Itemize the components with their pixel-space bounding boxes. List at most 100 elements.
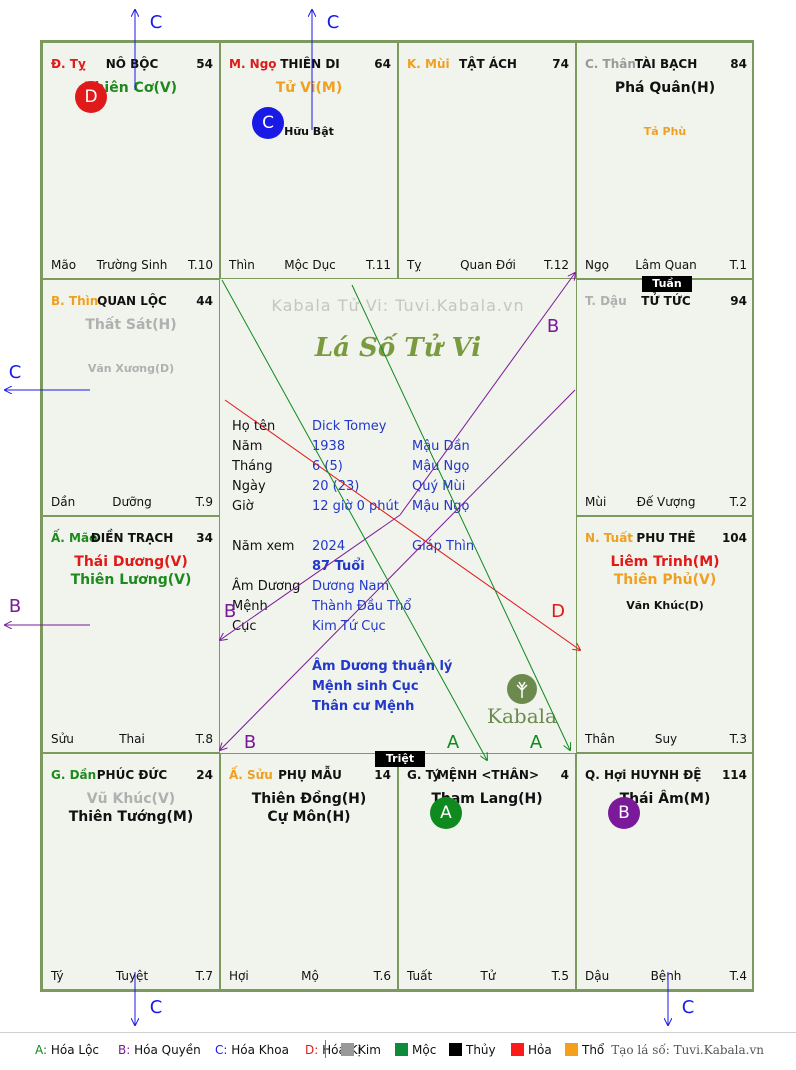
- palace-month: T.5: [551, 969, 569, 983]
- palace-month: T.10: [188, 258, 213, 272]
- legend-divider: [0, 1032, 796, 1033]
- main-stars: Thiên Đồng(H)Cự Môn(H): [221, 790, 397, 826]
- info-row: 87 Tuổi: [232, 559, 562, 577]
- palace-branch: Tuất: [407, 969, 433, 983]
- transform-arrow: [224, 399, 580, 650]
- legend-element: Thổ: [565, 1043, 604, 1057]
- info-label: Ngày: [232, 479, 266, 494]
- legend-text: Hóa Lộc: [47, 1043, 100, 1057]
- legend-credit: Tạo lá số: Tuvi.Kabala.vn: [611, 1043, 764, 1057]
- palace-can-chi: Ấ. Mão: [51, 531, 98, 545]
- palace-month: T.4: [729, 969, 747, 983]
- palace-branch: Mão: [51, 258, 77, 272]
- main-star: Liêm Trinh(M): [610, 554, 720, 570]
- palace-name: THIÊN DI: [280, 57, 340, 71]
- palace-name: TÀI BẠCH: [634, 57, 698, 71]
- legend-text: Hóa Khoa: [227, 1043, 289, 1057]
- legend-element: Hỏa: [511, 1043, 552, 1057]
- palace-age: 94: [730, 294, 747, 308]
- palace-age: 54: [196, 57, 213, 71]
- palace-age: 64: [374, 57, 391, 71]
- palace-age: 24: [196, 768, 213, 782]
- palace-branch: Dậu: [585, 969, 610, 983]
- main-star: Thiên Phủ(V): [613, 572, 717, 588]
- palace-branch: Hợi: [229, 969, 249, 983]
- minor-star: Hữu Bật: [284, 125, 334, 138]
- palace-month: T.3: [729, 732, 747, 746]
- main-star: Cự Môn(H): [267, 809, 351, 825]
- transform-arrow: [220, 389, 576, 750]
- arrow-label: B: [244, 732, 256, 753]
- palace-age: 4: [560, 768, 569, 782]
- palace-name: NÔ BỘC: [105, 57, 159, 71]
- palace-life-stage: Quan Đới: [460, 258, 516, 272]
- info-can-chi: Mậu Ngọ: [412, 499, 470, 514]
- palace-age: 114: [721, 768, 747, 782]
- center-panel: Kabala Tử Vi: Tuvi.Kabala.vn Lá Số Tử Vi K…: [220, 279, 576, 753]
- transform-badge: B: [608, 797, 640, 829]
- palace-can-chi: G. Dần: [51, 768, 97, 782]
- info-label: Năm: [232, 439, 263, 454]
- main-star: Thiên Tướng(M): [68, 809, 194, 825]
- info-value: Kim Tứ Cục: [312, 619, 386, 634]
- palace-life-stage: Mộ: [301, 969, 319, 983]
- palace-name: HUYNH ĐỆ: [630, 768, 702, 782]
- legend-transform: C: Hóa Khoa: [215, 1043, 289, 1057]
- info-label: Mệnh: [232, 599, 268, 614]
- arrow-label: B: [547, 316, 559, 337]
- tree-icon: [507, 674, 537, 704]
- logo-text: Kabala: [487, 704, 557, 728]
- element-name: Mộc: [412, 1043, 437, 1057]
- watermark-text: Kabala Tử Vi: Tuvi.Kabala.vn: [271, 296, 525, 315]
- main-star: Vũ Khúc(V): [86, 791, 176, 807]
- palace-can-chi: Q. Hợi: [585, 768, 627, 782]
- arrow-label: C: [150, 12, 163, 33]
- legend-element: Thủy: [449, 1043, 496, 1057]
- main-stars: Thiên Cơ(V): [43, 79, 219, 97]
- main-stars: Phá Quân(H): [577, 79, 753, 97]
- palace-month: T.8: [195, 732, 213, 746]
- info-value: 87 Tuổi: [312, 559, 365, 574]
- palace-can-chi: G. Tý: [407, 768, 441, 782]
- arrow-label: D: [551, 601, 565, 622]
- palace-month: T.9: [195, 495, 213, 509]
- palace-branch: Thân: [585, 732, 615, 746]
- center-title: Lá Số Tử Vi: [314, 333, 482, 363]
- palace-month: T.6: [373, 969, 391, 983]
- main-star: Thiên Lương(V): [70, 572, 192, 588]
- main-stars: Vũ Khúc(V) Thiên Tướng(M): [43, 790, 219, 826]
- transform-arrow: [220, 514, 401, 640]
- legend-transform: A: Hóa Lộc: [35, 1043, 99, 1057]
- palace-month: T.1: [729, 258, 747, 272]
- arrow-label: B: [224, 601, 236, 622]
- info-row: Ngày20 (23)Quý Mùi: [232, 479, 562, 497]
- element-name: Thổ: [582, 1043, 605, 1057]
- palace-branch: Thìn: [229, 258, 255, 272]
- info-can-chi: Mậu Ngọ: [412, 459, 470, 474]
- element-swatch: [341, 1043, 354, 1056]
- minor-stars: Hữu Bật: [221, 125, 397, 138]
